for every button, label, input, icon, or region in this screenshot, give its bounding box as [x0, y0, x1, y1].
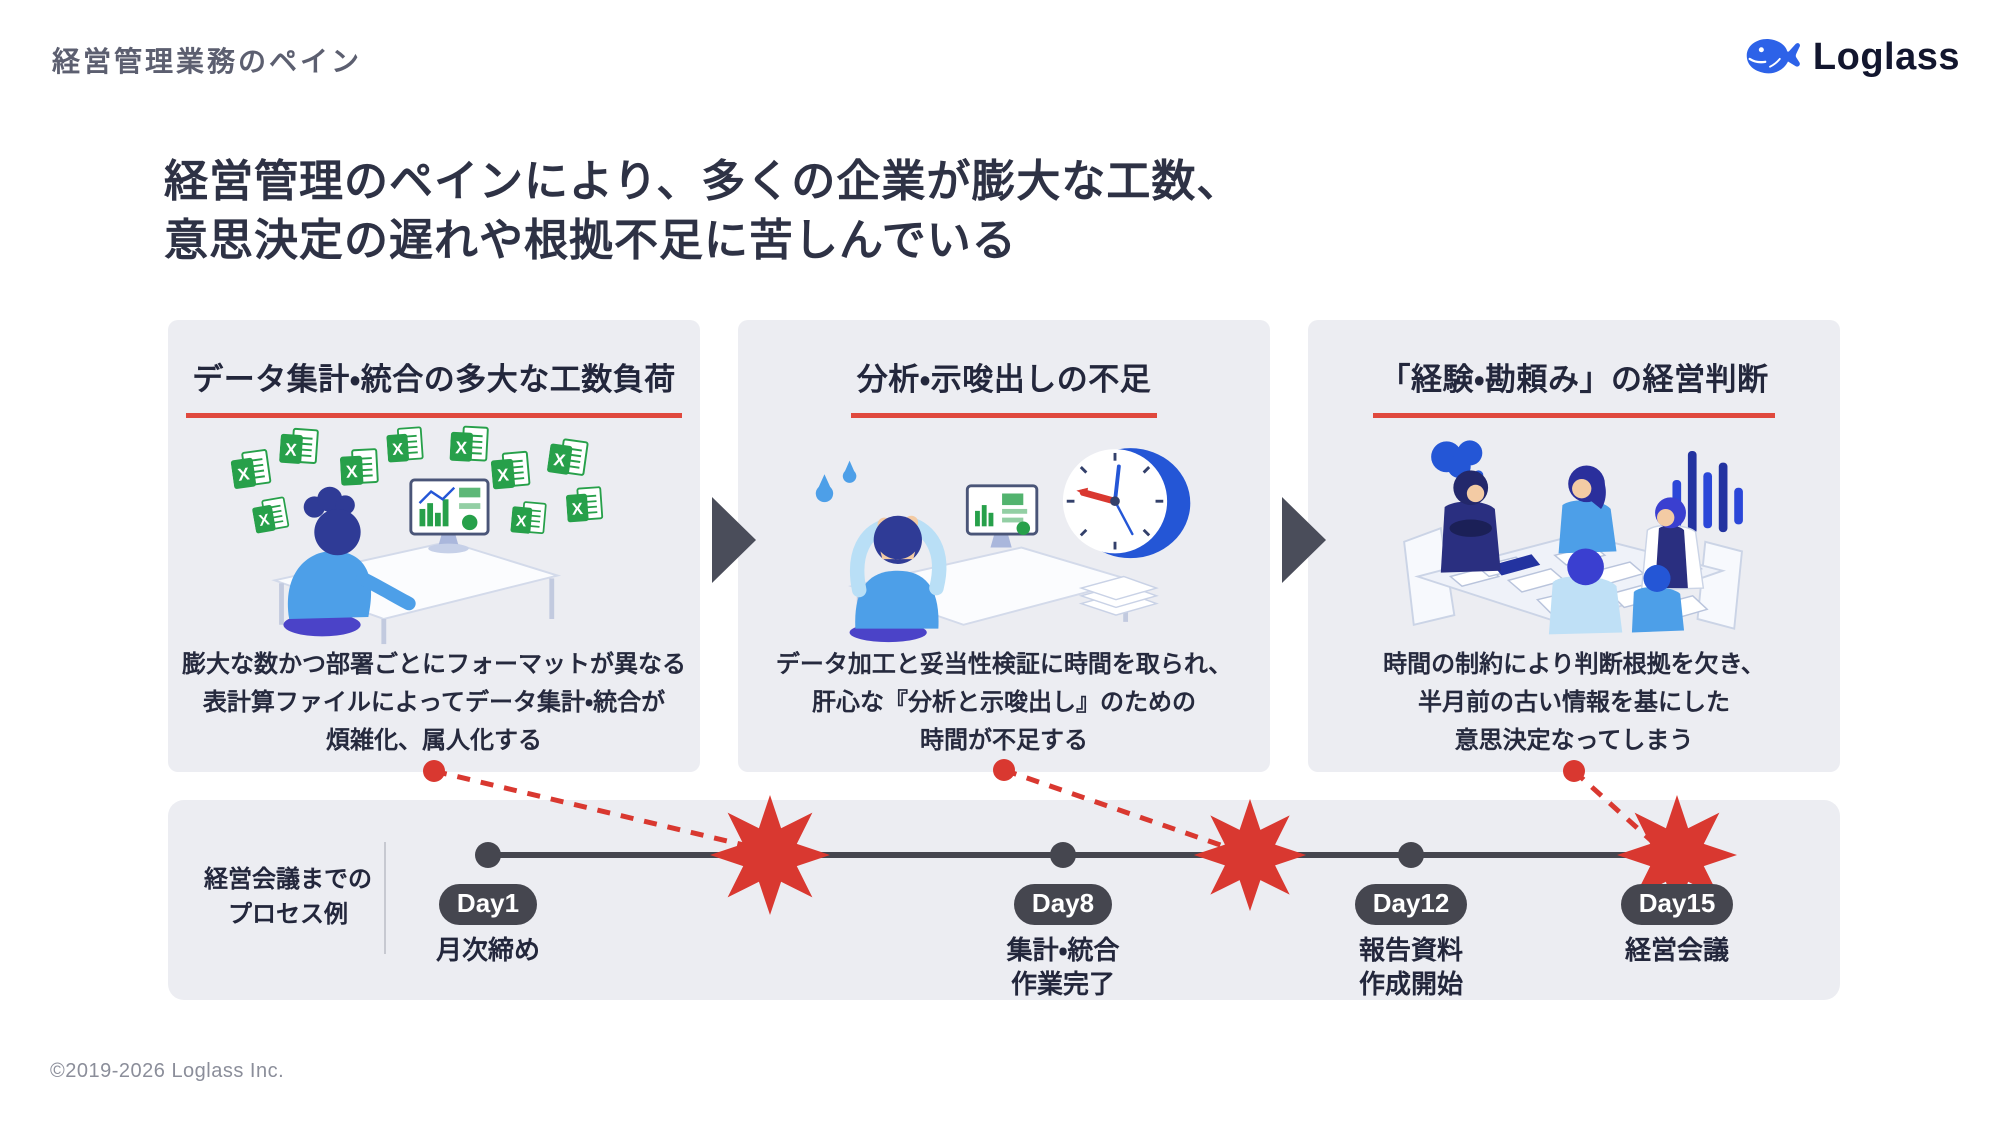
card-body-line: データ加工と妥当性検証に時間を取られ、 [775, 651, 1233, 678]
timeline-label: 経営会議までの プロセス例 [196, 862, 380, 932]
card-body: データ加工と妥当性検証に時間を取られ、 肝心な『分析と示唆出し』のための 時間が… [738, 646, 1270, 760]
time-pressure-illustration [738, 424, 1270, 646]
pain-card-gut-decisions: 「経験・勘頼み」の経営判断 [1308, 320, 1840, 772]
headline-line1: 経営管理のペインにより、多くの企業が膨大な工数、 [164, 157, 1242, 206]
card-title: 分析・示唆出しの不足 [850, 354, 1158, 418]
pain-card-analysis-shortage: 分析・示唆出しの不足 [738, 320, 1270, 772]
milestone-day12: Day12 報告資料 作成開始 [1301, 884, 1521, 1001]
day-badge: Day12 [1354, 884, 1468, 925]
time-pressure-illustration-svg [815, 448, 1191, 643]
card-body-line: 膨大な数かつ部署ごとにフォーマットが異なる [182, 651, 686, 678]
card-body: 時間の制約により判断根拠を欠き、 半月前の古い情報を基にした 意思決定なってしま… [1308, 646, 1840, 760]
timeline-label-line: 経営会議までの [204, 866, 372, 893]
page-title: 経営管理業務のペイン [52, 46, 363, 77]
pain-card-data-aggregation: データ集計・統合の多大な工数負荷 [168, 320, 700, 772]
card-body-line: 半月前の古い情報を基にした [1418, 689, 1730, 716]
milestone-day1: Day1 月次締め [378, 884, 598, 967]
milestone-label: 経営会議 [1624, 935, 1729, 965]
card-body: 膨大な数かつ部署ごとにフォーマットが異なる 表計算ファイルによってデータ集計・統… [168, 646, 700, 760]
milestone-day8: Day8 集計・統合 作業完了 [953, 884, 1173, 1001]
headline: 経営管理のペインにより、多くの企業が膨大な工数、 意思決定の遅れや根拠不足に苦し… [164, 152, 1241, 270]
card-title-wrap: 分析・示唆出しの不足 [738, 354, 1270, 418]
milestone-label: 月次締め [435, 935, 540, 965]
excel-overload-illustration [168, 424, 700, 646]
card-body-line: 表計算ファイルによってデータ集計・統合が [202, 689, 666, 716]
card-body-line: 肝心な『分析と示唆出し』のための [812, 689, 1196, 716]
card-body-line: 時間の制約により判断根拠を欠き、 [1383, 651, 1765, 678]
timeline-label-line: プロセス例 [228, 901, 348, 928]
milestone-day15: Day15 経営会議 [1567, 884, 1787, 967]
milestone-label: 報告資料 作成開始 [1358, 935, 1463, 999]
headline-line2: 意思決定の遅れや根拠不足に苦しんでいる [164, 216, 1017, 265]
card-body-line: 煩雑化、属人化する [326, 727, 542, 754]
timeline-divider [384, 842, 386, 954]
flow-arrow-icon [1282, 497, 1326, 583]
copyright-text: ©2019-2026 Loglass Inc. [50, 1060, 285, 1082]
card-title: 「経験・勘頼み」の経営判断 [1373, 354, 1775, 418]
card-title-wrap: データ集計・統合の多大な工数負荷 [168, 354, 700, 418]
day-badge: Day15 [1620, 884, 1734, 925]
meeting-illustration-svg [1403, 440, 1743, 635]
milestone-label: 集計・統合 作業完了 [1006, 935, 1120, 999]
loglass-whale-icon [1746, 38, 1800, 74]
card-title: データ集計・統合の多大な工数負荷 [186, 354, 682, 418]
loglass-logo: Loglass [1741, 34, 1960, 80]
logo-wordmark: Loglass [1812, 35, 1960, 78]
card-body-line: 時間が不足する [920, 727, 1088, 754]
flow-arrow-icon [712, 497, 756, 583]
excel-overload-illustration-svg [229, 424, 604, 645]
day-badge: Day8 [1013, 884, 1113, 925]
day-badge: Day1 [438, 884, 538, 925]
card-body-line: 意思決定なってしまう [1454, 727, 1694, 754]
meeting-illustration [1308, 424, 1840, 646]
card-title-wrap: 「経験・勘頼み」の経営判断 [1308, 354, 1840, 418]
